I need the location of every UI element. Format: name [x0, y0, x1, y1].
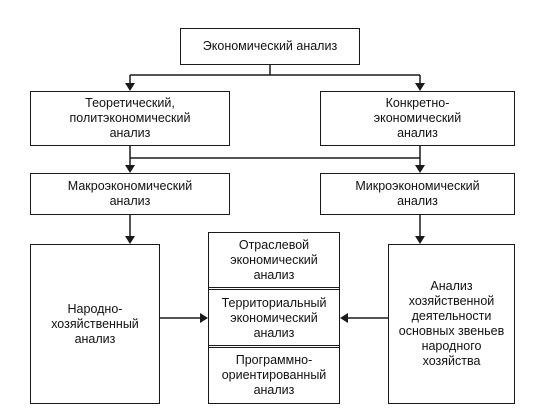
cell-territorial-analysis-label: Территориальный экономический анализ	[221, 295, 327, 340]
box-theoretical-analysis-label: Теоретический, политэкономический анализ	[69, 96, 191, 140]
box-macro-analysis: Макроэкономический анализ	[30, 173, 230, 215]
box-concrete-analysis-label: Конкретно- экономический анализ	[373, 96, 462, 140]
arrow-to-macro	[125, 165, 135, 173]
box-economic-analysis-label: Экономический анализ	[202, 39, 338, 53]
arrow-to-concrete	[415, 83, 425, 91]
stack-divider-2	[209, 345, 339, 348]
box-national-economy-analysis: Народно- хозяйственный анализ	[30, 244, 160, 404]
cell-branch-analysis: Отраслевой экономический анализ	[209, 233, 339, 287]
arrow-to-national	[125, 236, 135, 244]
box-enterprise-activity-analysis: Анализ хозяйственной деятельности основн…	[388, 244, 515, 404]
cell-program-analysis: Программно- ориентированный анализ	[209, 349, 339, 402]
cell-territorial-analysis: Территориальный экономический анализ	[209, 291, 339, 345]
box-concrete-analysis: Конкретно- экономический анализ	[320, 91, 515, 146]
stack-divider-1	[209, 287, 339, 290]
box-national-economy-analysis-label: Народно- хозяйственный анализ	[51, 301, 139, 346]
box-sub-analysis-stack: Отраслевой экономический анализ Территор…	[208, 232, 340, 404]
cell-branch-analysis-label: Отраслевой экономический анализ	[230, 237, 318, 282]
arrow-to-enterprise	[415, 236, 425, 244]
box-enterprise-activity-analysis-label: Анализ хозяйственной деятельности основн…	[398, 279, 505, 368]
arrow-national-to-stack	[200, 313, 208, 323]
box-theoretical-analysis: Теоретический, политэкономический анализ	[30, 91, 230, 146]
box-micro-analysis: Микроэкономический анализ	[320, 173, 515, 215]
arrow-to-micro	[415, 165, 425, 173]
box-macro-analysis-label: Макроэкономический анализ	[67, 179, 193, 208]
arrow-to-theoretical	[125, 83, 135, 91]
cell-program-analysis-label: Программно- ориентированный анализ	[221, 353, 327, 397]
box-economic-analysis: Экономический анализ	[180, 28, 360, 65]
box-micro-analysis-label: Микроэкономический анализ	[355, 179, 480, 208]
arrow-enterprise-to-stack	[340, 313, 348, 323]
